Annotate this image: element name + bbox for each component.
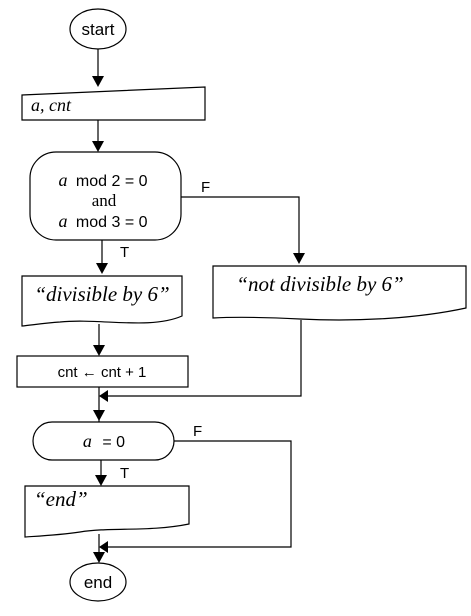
connector-decision2-true: T bbox=[95, 460, 129, 486]
decision-divisible-check: a mod 2 = 0 and a mod 3 = 0 bbox=[29, 151, 182, 241]
connector-output-end-terminator bbox=[93, 534, 105, 563]
decision2-false-label: F bbox=[193, 423, 202, 440]
connector-start-input bbox=[92, 49, 104, 87]
start-terminator: start bbox=[69, 8, 127, 50]
output-divisible: “divisible by 6” bbox=[21, 275, 183, 327]
process-increment-text: cnt ← cnt + 1 bbox=[58, 364, 147, 381]
output-end-text: “end” bbox=[34, 487, 88, 511]
output-not-divisible-text: “not divisible by 6” bbox=[236, 272, 403, 296]
decision2-true-label: T bbox=[120, 465, 129, 482]
decision1-var-a: a bbox=[58, 170, 67, 190]
connector-decision1-true: T bbox=[96, 240, 129, 274]
decision1-true-label: T bbox=[120, 244, 129, 261]
input-text: a, cnt bbox=[31, 95, 72, 115]
decision2-text: a = 0 bbox=[83, 431, 125, 451]
decision1-false-label: F bbox=[201, 179, 210, 196]
connector-decision2-false: F bbox=[99, 423, 292, 553]
output-not-divisible: “not divisible by 6” bbox=[212, 265, 467, 321]
connector-input-decision1 bbox=[92, 120, 104, 152]
decision1-and: and bbox=[92, 191, 117, 210]
decision1-line1: a mod 2 = 0 bbox=[58, 170, 147, 190]
connector-decision1-false: F bbox=[181, 179, 305, 264]
connector-process-merge bbox=[93, 387, 105, 423]
decision1-var-a-2: a bbox=[58, 211, 67, 231]
output-end: “end” bbox=[24, 485, 190, 538]
decision2-expr: = 0 bbox=[102, 434, 125, 451]
decision1-expr1: mod 2 = 0 bbox=[76, 173, 148, 190]
decision1-expr2: mod 3 = 0 bbox=[76, 214, 148, 231]
connector-not-divisible-merge bbox=[99, 320, 302, 402]
process-increment: cnt ← cnt + 1 bbox=[16, 355, 189, 388]
connector-output-process bbox=[93, 324, 105, 356]
start-label: start bbox=[81, 20, 114, 39]
end-label: end bbox=[84, 573, 112, 592]
output-divisible-text: “divisible by 6” bbox=[34, 282, 169, 306]
end-terminator: end bbox=[69, 562, 127, 602]
decision2-var-a: a bbox=[83, 431, 92, 451]
decision-zero-check: a = 0 bbox=[32, 421, 175, 461]
input-box: a, cnt bbox=[21, 86, 206, 121]
decision1-line3: a mod 3 = 0 bbox=[58, 211, 147, 231]
